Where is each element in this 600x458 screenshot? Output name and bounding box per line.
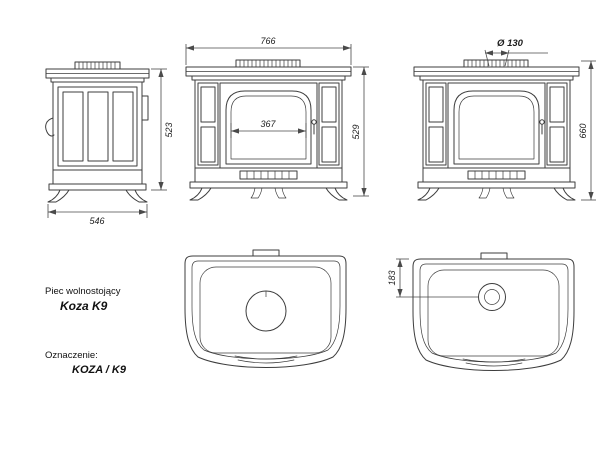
- product-model-name: Koza K9: [60, 299, 108, 313]
- dim-overall-height: 660: [578, 60, 596, 201]
- dim-flue-offset: 183: [387, 258, 478, 298]
- dim-glass-width: 367: [230, 119, 307, 138]
- dim-side-height-label: 523: [164, 122, 174, 137]
- top-view: [184, 249, 347, 368]
- front-view: [185, 59, 352, 201]
- flue-collar-inner: [484, 289, 500, 305]
- dim-overall-height-label: 660: [578, 123, 588, 138]
- dim-glass-width-label: 367: [260, 119, 276, 129]
- side-view: [45, 61, 150, 203]
- dim-side-height: 523: [151, 68, 174, 191]
- dim-overall-width-label: 766: [260, 36, 275, 46]
- top-view-with-flue: [412, 252, 575, 371]
- front-view-with-flue: [413, 59, 580, 201]
- dim-front-height-label: 529: [351, 124, 361, 139]
- dim-depth: 546: [47, 204, 148, 226]
- dim-front-height: 529: [351, 66, 369, 197]
- dim-flue-diameter-label: Ø 130: [497, 38, 524, 49]
- dim-depth-label: 546: [89, 216, 104, 226]
- designation-value: KOZA / K9: [72, 364, 126, 376]
- product-type-label: Piec wolnostojący: [45, 286, 121, 297]
- dim-flue-diameter: Ø 130: [484, 38, 548, 67]
- dim-overall-width: 766: [185, 36, 352, 65]
- dim-flue-offset-label: 183: [387, 270, 397, 285]
- designation-label: Oznaczenie:: [45, 350, 98, 361]
- flue-collar-outer: [478, 283, 506, 311]
